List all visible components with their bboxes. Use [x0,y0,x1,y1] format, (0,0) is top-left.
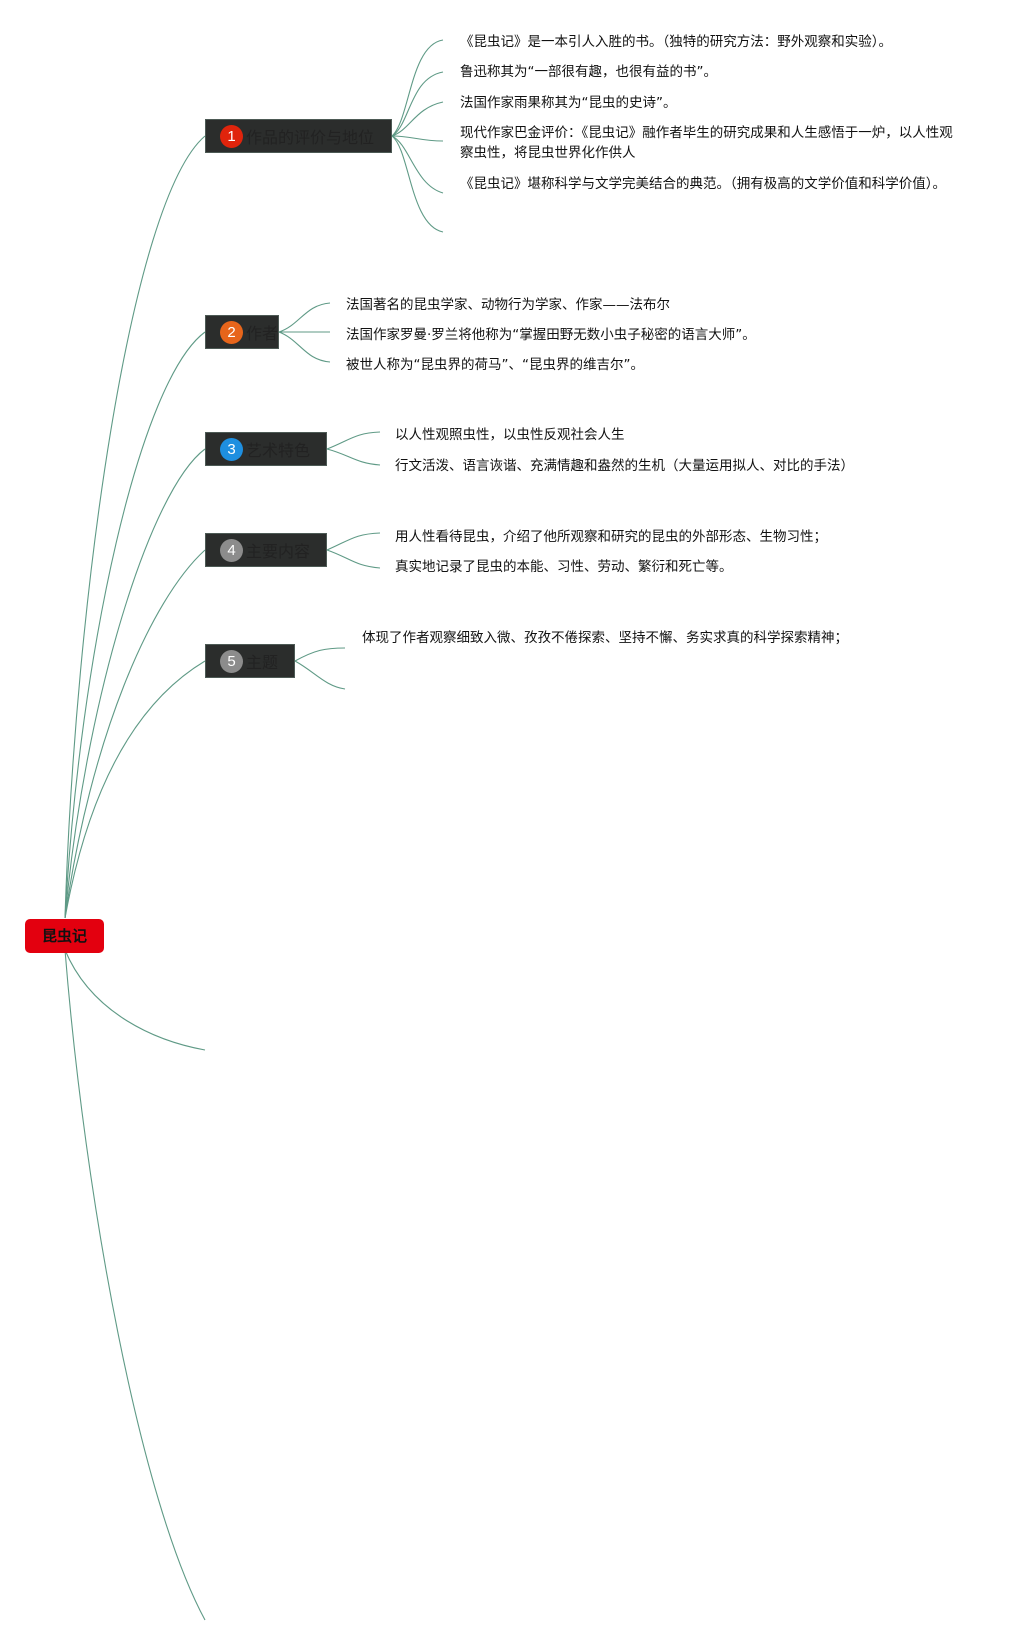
leaf-text: 行文活泼、语言诙谐、充满情趣和盎然的生机（大量运用拟人、对比的手法） [395,458,854,474]
leaf-text: 真实地记录了昆虫的本能、习性、劳动、繁衍和死亡等。 [395,559,733,575]
number-badge: 3 [220,437,243,461]
branch-node-evaluation[interactable]: 1 作品的评价与地位 [205,119,392,153]
leaf-text: 《昆虫记》堪称科学与文学完美结合的典范。（拥有极高的文学价值和科学价值）。 [460,176,946,192]
leaf-text: 法国著名的昆虫学家、动物行为学家、作家——法布尔 [346,297,670,313]
number-badge: 1 [220,124,243,148]
number-badge: 4 [220,538,243,562]
number-badge: 5 [220,649,243,673]
leaf-text: 被世人称为“昆虫界的荷马”、“昆虫界的维吉尔”。 [346,357,644,373]
branch-node-main-content[interactable]: 4 主要内容 [205,533,327,567]
leaf-text: 法国作家雨果称其为“昆虫的史诗”。 [460,95,677,111]
root-node[interactable]: 昆虫记 [25,919,104,953]
branch-node-artistic-features[interactable]: 3 艺术特色 [205,432,327,466]
branch-node-theme[interactable]: 5 主题 [205,644,295,678]
leaf-text: 法国作家罗曼·罗兰将他称为“掌握田野无数小虫子秘密的语言大师”。 [346,327,756,343]
number-badge: 2 [220,320,243,344]
branch-label: 主题 [246,653,279,672]
leaf-text: 《昆虫记》是一本引人入胜的书。（独特的研究方法：野外观察和实验）。 [460,34,892,50]
branch-label: 艺术特色 [246,441,311,460]
leaf-text: 以人性观照虫性，以虫性反观社会人生 [395,427,625,443]
branch-label: 作品的评价与地位 [246,128,375,147]
branch-node-author[interactable]: 2 作者 [205,315,279,349]
branch-label: 作者 [246,324,279,343]
leaf-text: 体现了作者观察细致入微、孜孜不倦探索、坚持不懈、务实求真的科学探索精神； [362,630,848,646]
leaf-text: 用人性看待昆虫，介绍了他所观察和研究的昆虫的外部形态、生物习性； [395,529,827,545]
branch-label: 主要内容 [246,542,311,561]
leaf-text: 鲁迅称其为“一部很有趣，也很有益的书”。 [460,64,717,80]
leaf-text: 现代作家巴金评价：《昆虫记》融作者毕生的研究成果和人生感悟于一炉，以人性观察虫性… [460,125,953,161]
root-label: 昆虫记 [41,927,87,945]
